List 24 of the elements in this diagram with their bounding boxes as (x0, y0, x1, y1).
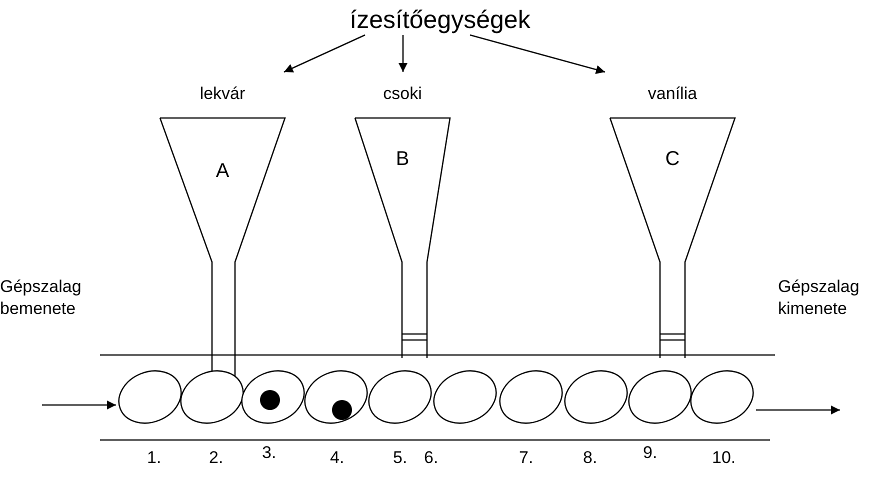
position-number: 8. (583, 448, 598, 468)
belt-label: Gépszalag kimenete (778, 276, 860, 320)
position-number: 4. (330, 448, 344, 468)
arrow (756, 406, 840, 414)
arrow (42, 400, 116, 410)
position-number: 7. (519, 448, 534, 468)
unit-letter: B (396, 148, 410, 171)
position-number: 2. (209, 448, 224, 468)
flavor-label: vanília (648, 84, 698, 104)
position-number: 9. (643, 443, 658, 463)
flavor-label: lekvár (200, 84, 246, 104)
belt-label: Gépszalag bemenete (0, 276, 82, 320)
arrow (470, 34, 606, 74)
position-number: 6. (424, 448, 438, 468)
flavor-label: csoki (383, 84, 422, 104)
position-number: 10. (712, 448, 736, 468)
heading-text: ízesítőegységek (315, 6, 565, 35)
position-number: 5. (393, 448, 408, 468)
position-number: 3. (262, 443, 276, 463)
unit-letter: A (216, 160, 230, 183)
arrow (398, 35, 408, 72)
arrow (284, 34, 366, 73)
position-number: 1. (147, 448, 162, 468)
unit-letter: C (665, 148, 680, 171)
